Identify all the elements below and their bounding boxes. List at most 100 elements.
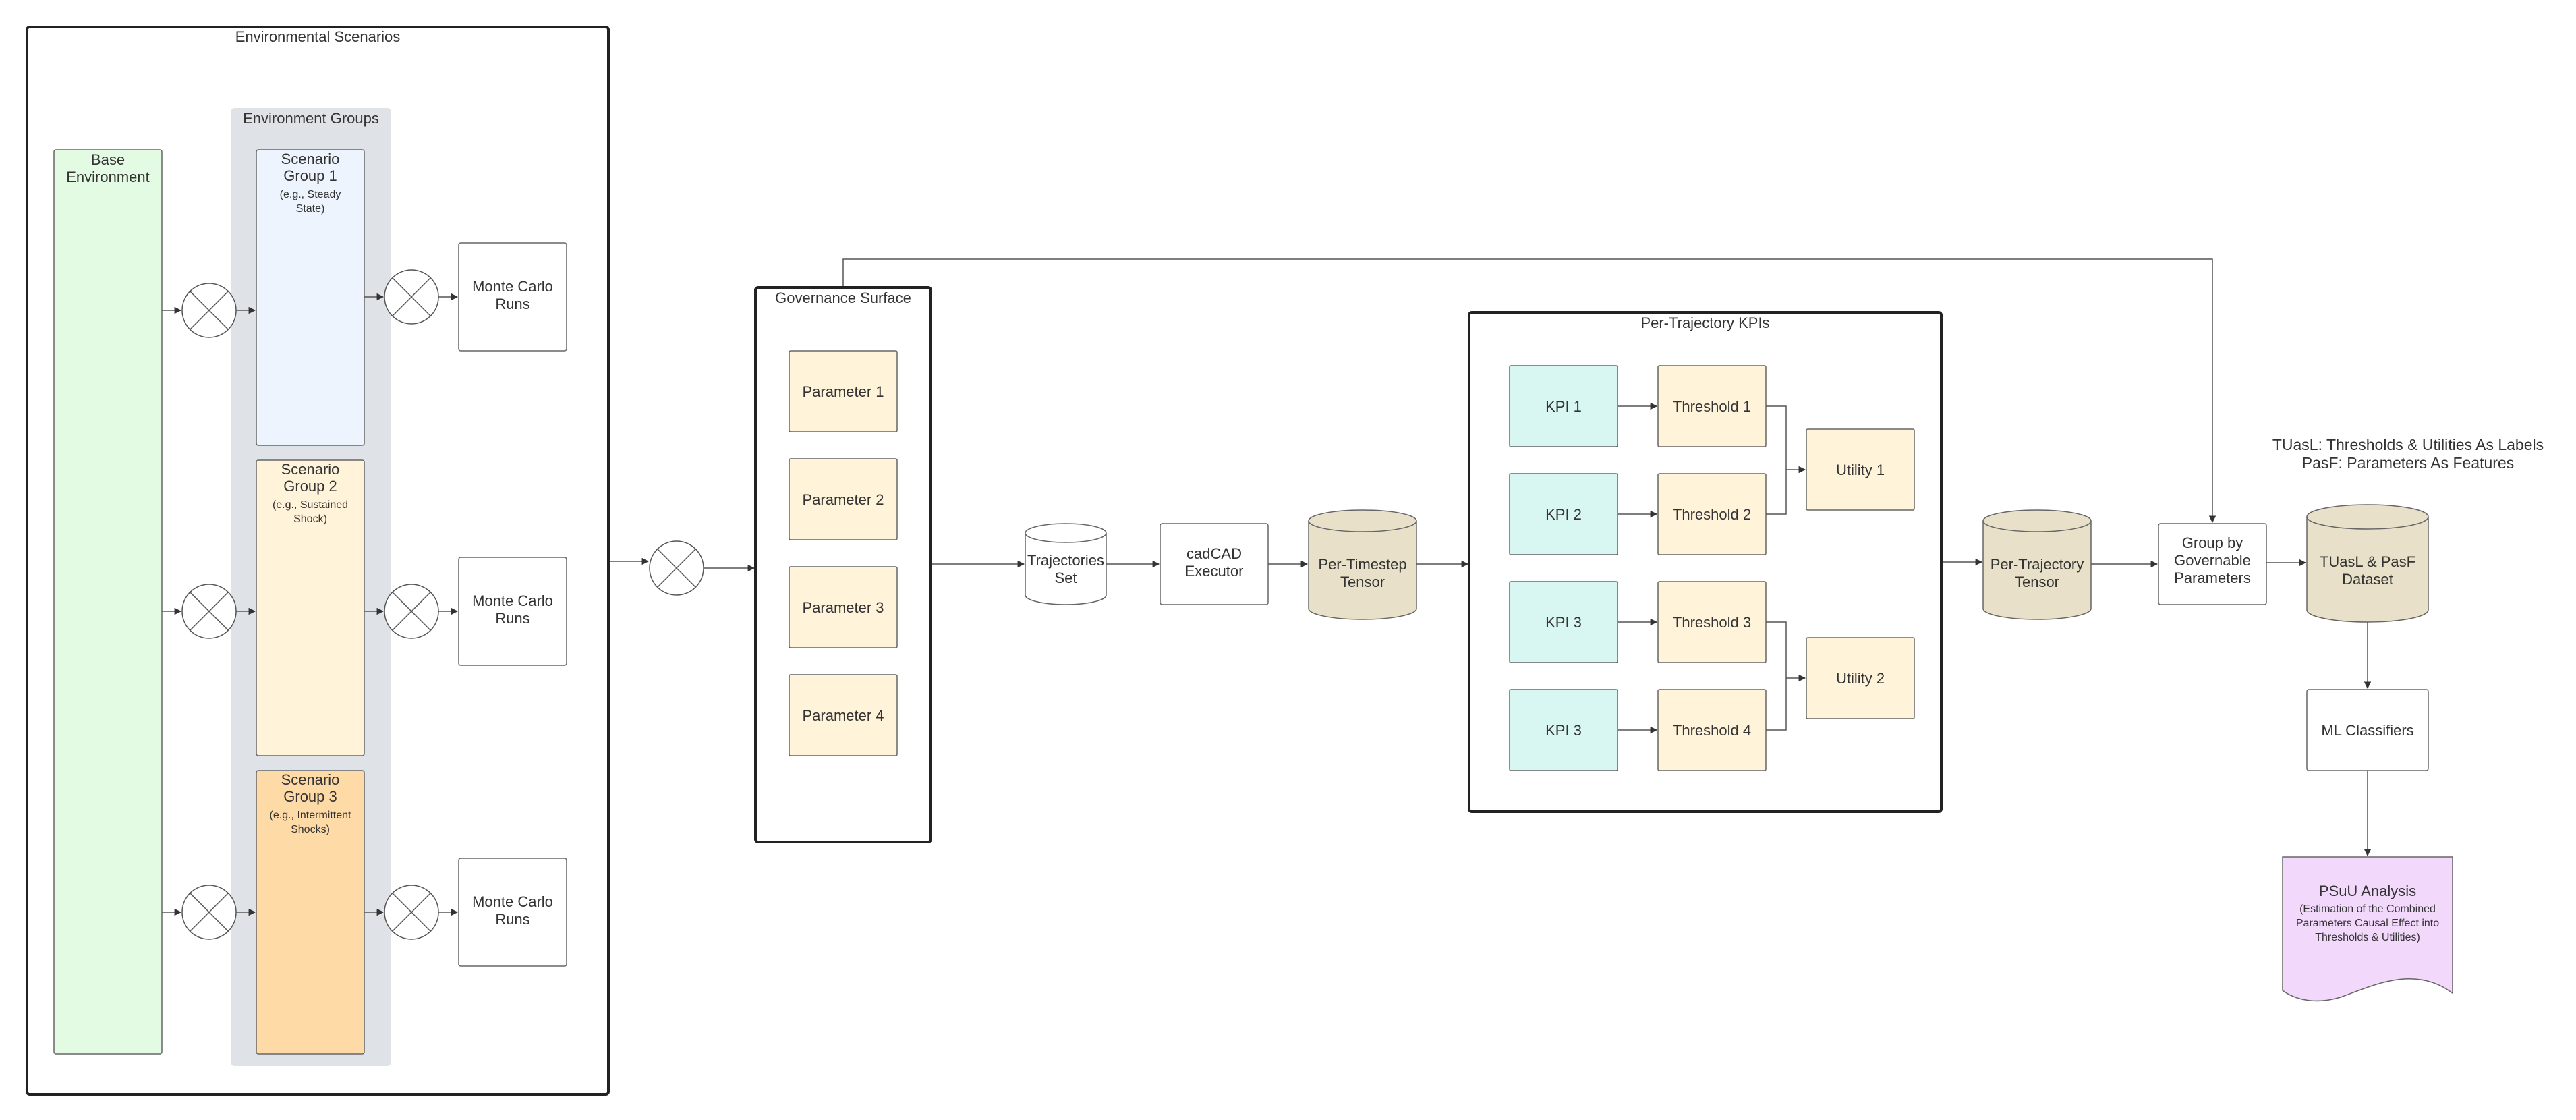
- svg-text:(e.g., Sustained: (e.g., Sustained: [273, 499, 348, 511]
- svg-text:Parameters Causal Effect into: Parameters Causal Effect into: [2296, 918, 2439, 929]
- svg-text:Parameter 2: Parameter 2: [802, 491, 884, 508]
- per-trajectory-tensor: Per-Trajectory Tensor: [1982, 509, 2092, 620]
- env-arrows: [162, 293, 459, 916]
- ml-classifiers: ML Classifiers: [2306, 689, 2429, 771]
- svg-text:Per-Timestep: Per-Timestep: [1318, 556, 1406, 573]
- svg-text:(Estimation of the Combined: (Estimation of the Combined: [2299, 903, 2436, 915]
- combine-node-left-2: [181, 584, 237, 639]
- svg-text:Parameter 4: Parameter 4: [802, 707, 884, 724]
- svg-text:Parameter 3: Parameter 3: [802, 599, 884, 616]
- governance-surface-frame: Governance Surface: [754, 286, 932, 843]
- psuu-analysis: PSuU Analysis (Estimation of the Combine…: [2282, 856, 2453, 1002]
- svg-text:Scenario: Scenario: [281, 461, 340, 478]
- threshold-3: Threshold 3: [1657, 581, 1767, 663]
- parameter-2: Parameter 2: [789, 458, 898, 540]
- svg-text:Runs: Runs: [495, 911, 529, 928]
- main-flow-arrows: [610, 557, 755, 572]
- svg-text:Threshold 4: Threshold 4: [1673, 722, 1751, 739]
- utility-2: Utility 2: [1806, 637, 1915, 719]
- base-environment-line2: Environment: [66, 169, 150, 186]
- base-environment: Base Environment: [53, 149, 163, 1055]
- monte-carlo-runs-2: Monte Carlo Runs: [458, 557, 567, 666]
- group-by-governable-parameters: Group by Governable Parameters: [2158, 523, 2267, 605]
- svg-text:Governable: Governable: [2174, 552, 2251, 569]
- parameter-3: Parameter 3: [789, 566, 898, 648]
- kpis-frame: Per-Trajectory KPIs: [1468, 311, 1943, 813]
- svg-text:Set: Set: [1054, 569, 1077, 586]
- monte-carlo-runs-1: Monte Carlo Runs: [458, 242, 567, 352]
- threshold-4: Threshold 4: [1657, 689, 1767, 771]
- svg-text:Parameters: Parameters: [2174, 569, 2251, 586]
- svg-text:Runs: Runs: [495, 610, 529, 627]
- svg-text:Group by: Group by: [2182, 534, 2243, 551]
- svg-text:cadCAD: cadCAD: [1186, 545, 1242, 562]
- svg-text:Scenario: Scenario: [281, 150, 340, 167]
- svg-text:Threshold 3: Threshold 3: [1673, 614, 1751, 631]
- base-environment-line1: Base: [91, 151, 125, 168]
- svg-text:Dataset: Dataset: [2342, 571, 2393, 588]
- legend-note: TUasL: Thresholds & Utilities As Labels …: [2272, 436, 2544, 472]
- svg-text:Utility 1: Utility 1: [1836, 461, 1885, 478]
- scenario-group-1: Scenario Group 1 (e.g., Steady State): [256, 149, 365, 446]
- svg-text:Group 1: Group 1: [283, 167, 337, 184]
- main-combine-node: [649, 540, 704, 596]
- svg-text:Shock): Shock): [293, 513, 327, 525]
- svg-text:Scenario: Scenario: [281, 771, 340, 788]
- cadcad-executor: cadCAD Executor: [1160, 523, 1269, 605]
- threshold-1: Threshold 1: [1657, 365, 1767, 447]
- svg-text:PSuU Analysis: PSuU Analysis: [2319, 883, 2416, 899]
- svg-text:Monte Carlo: Monte Carlo: [472, 592, 553, 609]
- kpi-1: KPI 1: [1509, 365, 1618, 447]
- environmental-scenarios-title: Environmental Scenarios: [235, 28, 401, 45]
- svg-text:Shocks): Shocks): [291, 824, 330, 835]
- svg-text:KPI 3: KPI 3: [1545, 722, 1582, 739]
- svg-text:Group 3: Group 3: [283, 788, 337, 805]
- svg-text:Runs: Runs: [495, 296, 529, 312]
- svg-text:Thresholds & Utilities): Thresholds & Utilities): [2315, 932, 2420, 943]
- kpi-4: KPI 3: [1509, 689, 1618, 771]
- threshold-2: Threshold 2: [1657, 473, 1767, 555]
- svg-text:(e.g., Intermittent: (e.g., Intermittent: [270, 810, 351, 821]
- utility-1: Utility 1: [1806, 428, 1915, 511]
- svg-text:Trajectories: Trajectories: [1027, 552, 1104, 569]
- svg-text:Parameter 1: Parameter 1: [802, 383, 884, 400]
- scenario-group-3: Scenario Group 3 (e.g., Intermittent Sho…: [256, 770, 365, 1055]
- svg-text:ML Classifiers: ML Classifiers: [2321, 722, 2413, 739]
- environmental-scenarios-frame: Environmental Scenarios: [26, 26, 610, 1096]
- svg-text:Threshold 2: Threshold 2: [1673, 506, 1751, 523]
- svg-text:Per-Trajectory: Per-Trajectory: [1991, 556, 2084, 573]
- kpis-title: Per-Trajectory KPIs: [1640, 314, 1769, 331]
- combine-node-right-2: [384, 584, 439, 639]
- kpi-2: KPI 2: [1509, 473, 1618, 555]
- svg-text:Tensor: Tensor: [1340, 573, 1385, 590]
- combine-node-left-1: [181, 283, 237, 338]
- svg-text:Utility 2: Utility 2: [1836, 670, 1885, 687]
- combine-node-left-3: [181, 885, 237, 940]
- svg-text:KPI 3: KPI 3: [1545, 614, 1582, 631]
- legend-line2: PasF: Parameters As Features: [2302, 454, 2514, 472]
- per-timestep-tensor: Per-Timestep Tensor: [1308, 509, 1417, 620]
- right-arrows: [842, 258, 2372, 857]
- legend-line1: TUasL: Thresholds & Utilities As Labels: [2272, 436, 2544, 453]
- svg-text:State): State): [296, 203, 325, 215]
- governance-surface-title: Governance Surface: [775, 289, 911, 306]
- kpi-arrows: [1618, 402, 1806, 734]
- svg-text:KPI 1: KPI 1: [1545, 398, 1582, 415]
- combine-node-right-3: [384, 885, 439, 940]
- trajectories-set: Trajectories Set: [1025, 523, 1107, 605]
- svg-text:TUasL & PasF: TUasL & PasF: [2320, 553, 2415, 570]
- combine-node-right-1: [384, 269, 439, 325]
- svg-text:Executor: Executor: [1185, 563, 1244, 580]
- tuasl-pasf-dataset: TUasL & PasF Dataset: [2306, 504, 2429, 623]
- svg-text:(e.g., Steady: (e.g., Steady: [280, 189, 341, 200]
- svg-text:Tensor: Tensor: [2015, 573, 2059, 590]
- svg-text:Monte Carlo: Monte Carlo: [472, 893, 553, 910]
- svg-text:Group 2: Group 2: [283, 478, 337, 495]
- scenario-group-2: Scenario Group 2 (e.g., Sustained Shock): [256, 459, 365, 756]
- parameter-4: Parameter 4: [789, 674, 898, 756]
- environment-groups-title: Environment Groups: [243, 110, 379, 127]
- svg-text:Monte Carlo: Monte Carlo: [472, 278, 553, 295]
- svg-text:Threshold 1: Threshold 1: [1673, 398, 1751, 415]
- monte-carlo-runs-3: Monte Carlo Runs: [458, 858, 567, 967]
